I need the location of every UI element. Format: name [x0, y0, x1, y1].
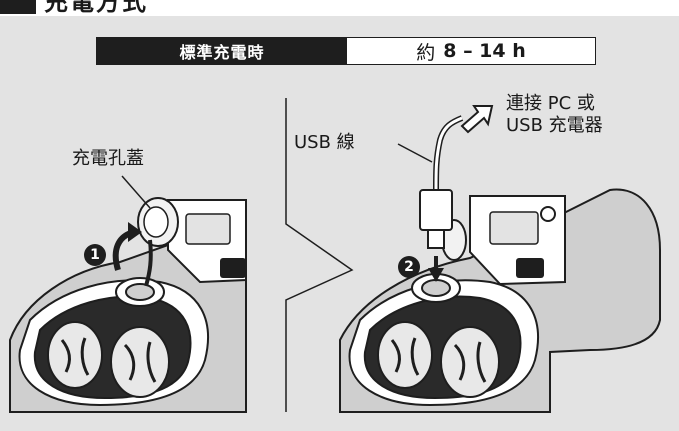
step-1-badge: 1	[84, 244, 106, 266]
connect-arrow-icon	[460, 105, 494, 134]
charge-time-value-cell: 約 8 – 14 h	[347, 38, 595, 64]
charge-time-approx: 約	[416, 41, 436, 64]
connect-label-line2: USB 充電器	[506, 115, 603, 136]
charge-time-hours: 8 – 14 h	[443, 40, 526, 62]
cable-label: USB 線	[294, 132, 355, 153]
charge-time-table: 標準充電時 約 8 – 14 h	[96, 37, 596, 65]
scene-divider	[285, 98, 354, 412]
cover-label: 充電孔蓋	[72, 148, 144, 169]
step-2-badge: 2	[398, 256, 420, 278]
section-header: 充電方式	[0, 0, 679, 16]
light-right-illustration	[339, 105, 661, 413]
section-title: 充電方式	[44, 0, 148, 16]
header-marker	[0, 0, 36, 14]
light-left-illustration	[9, 175, 247, 413]
charge-time-label: 標準充電時	[97, 38, 347, 64]
connect-label-line1: 連接 PC 或	[506, 93, 595, 114]
